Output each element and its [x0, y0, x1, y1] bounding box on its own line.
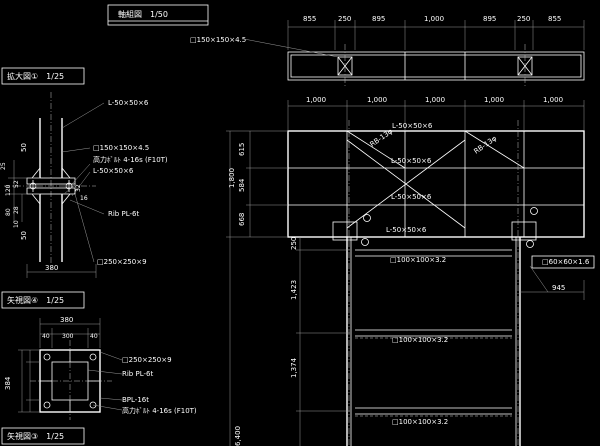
va-dim-380: 380 — [60, 316, 73, 324]
label-sq60-box — [531, 255, 595, 269]
label-sq150-top: □150×150×4.5 — [190, 36, 246, 44]
va-label-rib: Rib PL-6t — [122, 370, 153, 378]
label-sq60: □60×60×1.6 — [542, 258, 590, 266]
leader-sq150 — [243, 38, 339, 58]
en-dim-380: 380 — [45, 264, 58, 272]
en-label-bolt: 高力ﾎﾞﾙﾄ 4-16s (F10T) — [93, 155, 168, 164]
top-dim-3: 895 — [372, 15, 385, 23]
en-dim-10: 10 — [13, 220, 20, 228]
dim-584: 584 — [238, 178, 246, 192]
dim-250: 250 — [290, 237, 298, 250]
en-dim-120: 120 — [5, 184, 12, 196]
va-dim-300: 300 — [62, 333, 74, 340]
en-label-sq150: □150×150×4.5 — [93, 144, 149, 152]
title-view-a-frame — [1, 291, 85, 309]
va-label-plate: □250×250×9 — [122, 356, 172, 364]
en-label-l50: L-50×50×6 — [108, 99, 149, 107]
title-view-a: 矢視図④ 1/25 — [7, 295, 64, 305]
va-label-bolt: 高力ﾎﾞﾙﾄ 4-16s (F10T) — [122, 406, 197, 415]
label-l50-bot: L-50×50×6 — [386, 226, 427, 234]
dim-1423: 1,423 — [290, 280, 298, 300]
label-sq100-3: □100×100×3.2 — [392, 418, 448, 426]
title-main: 軸組図 1/50 — [118, 9, 168, 19]
top-dim-2: 250 — [338, 15, 351, 23]
dim-1374: 1,374 — [290, 357, 298, 378]
enlarged-detail — [4, 92, 105, 278]
en-label-l50b: L-50×50×6 — [93, 167, 134, 175]
title-view-b: 矢視図③ 1/25 — [7, 431, 64, 441]
va-dim-40b: 40 — [90, 333, 98, 340]
main-elevation — [226, 100, 585, 446]
va-dim-384: 384 — [4, 376, 12, 390]
label-945: 945 — [552, 284, 565, 292]
en-dim-50: 50 — [20, 143, 28, 152]
dim-615: 615 — [238, 143, 246, 156]
en-dim-80: 80 — [5, 208, 12, 216]
mid-dim-2: 1,000 — [367, 96, 387, 104]
top-dim-1: 855 — [303, 15, 316, 23]
top-dim-7: 855 — [548, 15, 561, 23]
en-dim-25: 25 — [0, 162, 7, 170]
en-dim-50b: 50 — [20, 231, 28, 240]
en-dim-52: 52 — [13, 180, 20, 188]
label-rb13-b: RB-13φ — [473, 134, 499, 156]
label-sq100-1: □100×100×3.2 — [390, 256, 446, 264]
label-l50-top: L-50×50×6 — [392, 122, 433, 130]
va-dim-40a: 40 — [42, 333, 50, 340]
mid-dim-5: 1,000 — [543, 96, 563, 104]
top-dim-4: 1,000 — [424, 15, 444, 23]
title-enlarged: 拡大図① 1/25 — [7, 71, 64, 81]
en-label-rib: Rib PL-6t — [108, 210, 139, 218]
top-dim-6: 250 — [517, 15, 530, 23]
mid-dim-1: 1,000 — [306, 96, 326, 104]
top-plan — [287, 20, 585, 86]
label-l50-mid: L-50×50×6 — [391, 157, 432, 165]
va-label-bpl: BPL-16t — [122, 396, 149, 404]
label-sq100-2: □100×100×3.2 — [392, 336, 448, 344]
en-label-base: □250×250×9 — [97, 258, 147, 266]
en-dim-28: 28 — [13, 206, 20, 214]
dim-1800: 1,800 — [228, 168, 236, 188]
dim-668: 668 — [238, 213, 246, 226]
en-dim-32: 32 — [75, 184, 82, 192]
mid-dim-4: 1,000 — [484, 96, 504, 104]
dim-6400: 6,400 — [234, 426, 242, 446]
title-main-frame — [107, 4, 209, 26]
en-dim-16: 16 — [80, 195, 88, 202]
top-dim-5: 895 — [483, 15, 496, 23]
title-enlarged-frame — [1, 67, 85, 85]
view-a-detail — [18, 318, 123, 420]
mid-dim-3: 1,000 — [425, 96, 445, 104]
title-view-b-frame — [1, 427, 85, 445]
label-l50-low: L-50×50×6 — [391, 193, 432, 201]
